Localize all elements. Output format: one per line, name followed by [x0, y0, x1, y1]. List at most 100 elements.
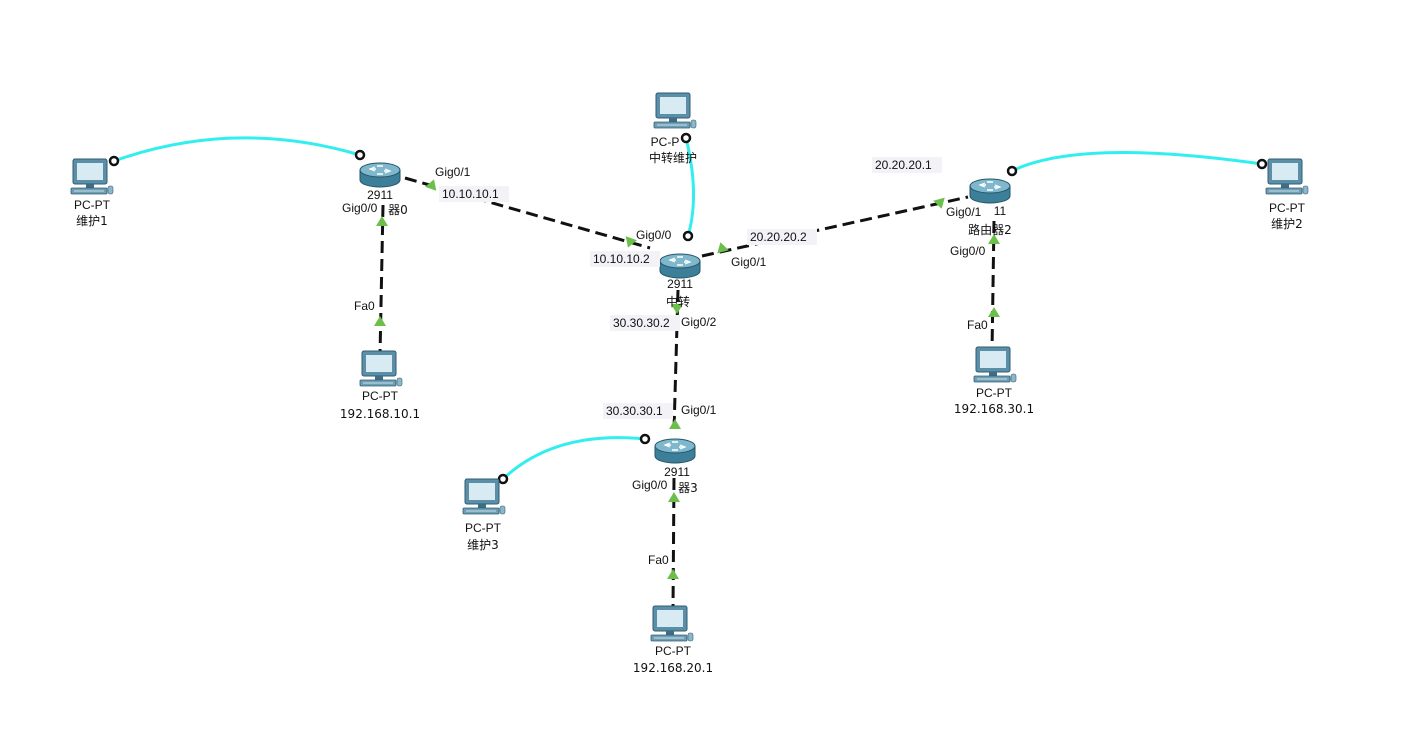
device-pc-30[interactable]: PC-PT 192.168.30.1: [954, 346, 1034, 416]
router-icon: [659, 253, 701, 279]
port-label-relay-g00: Gig0/0: [636, 228, 672, 242]
port-up-indicator-r3-g00: [668, 492, 680, 502]
port-label-r3-g00: Gig0/0: [632, 478, 668, 492]
port-up-indicator-pc10-fa0: [374, 316, 386, 326]
links-layer: [108, 132, 1268, 609]
device-type-label: PC-PT: [655, 644, 692, 658]
console-cable[interactable]: [501, 436, 646, 481]
copper-cable[interactable]: [701, 195, 969, 258]
device-name-label: 维护1: [76, 214, 108, 228]
ip-address-label: 30.30.30.1: [603, 403, 673, 419]
device-type-label: PC-PT: [1269, 201, 1306, 215]
ip-label-background: [610, 315, 680, 331]
port-label-pc30-fa0: Fa0: [967, 318, 988, 332]
pc-icon: [70, 158, 114, 195]
port-up-indicator-r0-g00: [376, 216, 388, 226]
ip-address-label: 10.10.10.2: [590, 251, 660, 267]
port-label-r0-g00: Gig0/0: [342, 201, 378, 215]
port-up-indicator-relay-g01: [717, 242, 729, 254]
pc-icon: [973, 346, 1017, 383]
devices-layer: PC-PT维护12911器0PC-PT192.168.10.1PC-P中转维护2…: [70, 92, 1309, 675]
ip-label-background: [590, 251, 660, 267]
port-label-r3-g01: Gig0/1: [681, 403, 717, 417]
ip-label-ip-30-1: 30.30.30.1: [606, 404, 663, 418]
device-pc-20[interactable]: PC-PT 192.168.20.1: [633, 605, 713, 675]
device-type-label: 2911: [667, 277, 693, 291]
port-up-indicator-r2-g00: [988, 234, 1000, 244]
ip-address-label: 20.20.20.2: [747, 229, 817, 245]
router-icon: [654, 438, 696, 464]
device-name-label: 192.168.30.1: [954, 402, 1034, 416]
port-indicators: [374, 179, 1000, 579]
ip-address-label: 20.20.20.1: [872, 157, 942, 173]
console-endpoint-dot: [497, 473, 509, 485]
port-label-relay-g01: Gig0/1: [731, 255, 767, 269]
console-endpoint-dot: [639, 433, 651, 445]
device-type-label: 2911: [367, 188, 393, 202]
console-cable[interactable]: [684, 137, 696, 237]
port-up-indicator-pc30-fa0: [988, 307, 1000, 317]
link-console-relay[interactable]: [680, 132, 696, 242]
port-up-indicator-r0-g01: [424, 179, 437, 191]
device-pc-maint2[interactable]: PC-PT 维护2: [1265, 158, 1309, 231]
ip-label-ip-20-2: 20.20.20.2: [750, 230, 807, 244]
device-name-label: 192.168.20.1: [633, 661, 713, 675]
link-r0-pc10[interactable]: [378, 204, 385, 356]
port-label-r0-g01: Gig0/1: [435, 165, 471, 179]
console-cable[interactable]: [113, 136, 361, 163]
device-name-label: 192.168.10.1: [340, 407, 420, 421]
port-up-indicator-relay-g02: [671, 304, 683, 314]
ip-label-ip-10-1: 10.10.10.1: [442, 187, 499, 201]
ip-label-background: [872, 157, 942, 173]
device-name-label: 器0: [388, 203, 408, 217]
ip-label-background: [439, 186, 509, 202]
port-up-indicator-pc20-fa0: [667, 569, 679, 579]
link-console-r2[interactable]: [1006, 151, 1268, 177]
ip-label-background: [603, 403, 673, 419]
port-up-indicator-r2-g01: [933, 197, 945, 209]
copper-cable[interactable]: [378, 204, 385, 356]
console-endpoint-dot: [108, 155, 120, 167]
port-label-r2-g01: Gig0/1: [946, 205, 982, 219]
pc-icon: [653, 92, 697, 129]
device-type-label: PC-PT: [74, 198, 111, 212]
device-type-label: PC-PT: [465, 521, 502, 535]
console-endpoint-dot: [354, 149, 366, 161]
device-name-label: 路由器2: [968, 222, 1012, 237]
device-type-label: 11: [994, 204, 1007, 218]
link-relay-r2[interactable]: [701, 195, 969, 258]
port-label-pc10-fa0: Fa0: [354, 299, 375, 313]
device-type-label: PC-PT: [976, 386, 1013, 400]
pc-icon: [462, 478, 506, 515]
device-name-label: 器3: [678, 481, 698, 495]
router-icon: [969, 178, 1011, 204]
labels-layer: Gig0/1Gig0/0Fa0Gig0/0Gig0/1Gig0/2Gig0/1G…: [342, 157, 988, 567]
device-name-label: 维护2: [1271, 217, 1303, 231]
port-label-pc20-fa0: Fa0: [648, 553, 669, 567]
router-icon: [359, 162, 401, 188]
console-endpoint-dot: [1006, 165, 1018, 177]
device-name-label: 维护3: [467, 538, 499, 552]
console-endpoint-dot: [682, 230, 694, 242]
link-console-r0[interactable]: [108, 136, 366, 167]
ip-address-label: 30.30.30.2: [610, 315, 680, 331]
port-label-relay-g02: Gig0/2: [681, 315, 717, 329]
device-type-label: PC-P: [651, 135, 680, 149]
device-pc-maint1[interactable]: PC-PT 维护1: [70, 158, 114, 228]
console-cable[interactable]: [1011, 151, 1263, 173]
ip-label-ip-20-1: 20.20.20.1: [875, 158, 932, 172]
pc-icon: [1265, 158, 1309, 195]
link-console-r3[interactable]: [497, 433, 651, 485]
pc-icon: [359, 350, 403, 387]
ip-label-ip-30-2: 30.30.30.2: [613, 316, 670, 330]
device-name-label: 中转维护: [649, 150, 697, 165]
console-endpoint-dot: [680, 132, 692, 144]
device-pc-maint3[interactable]: PC-PT 维护3: [462, 478, 506, 552]
device-router2[interactable]: 11 路由器2: [968, 178, 1012, 237]
